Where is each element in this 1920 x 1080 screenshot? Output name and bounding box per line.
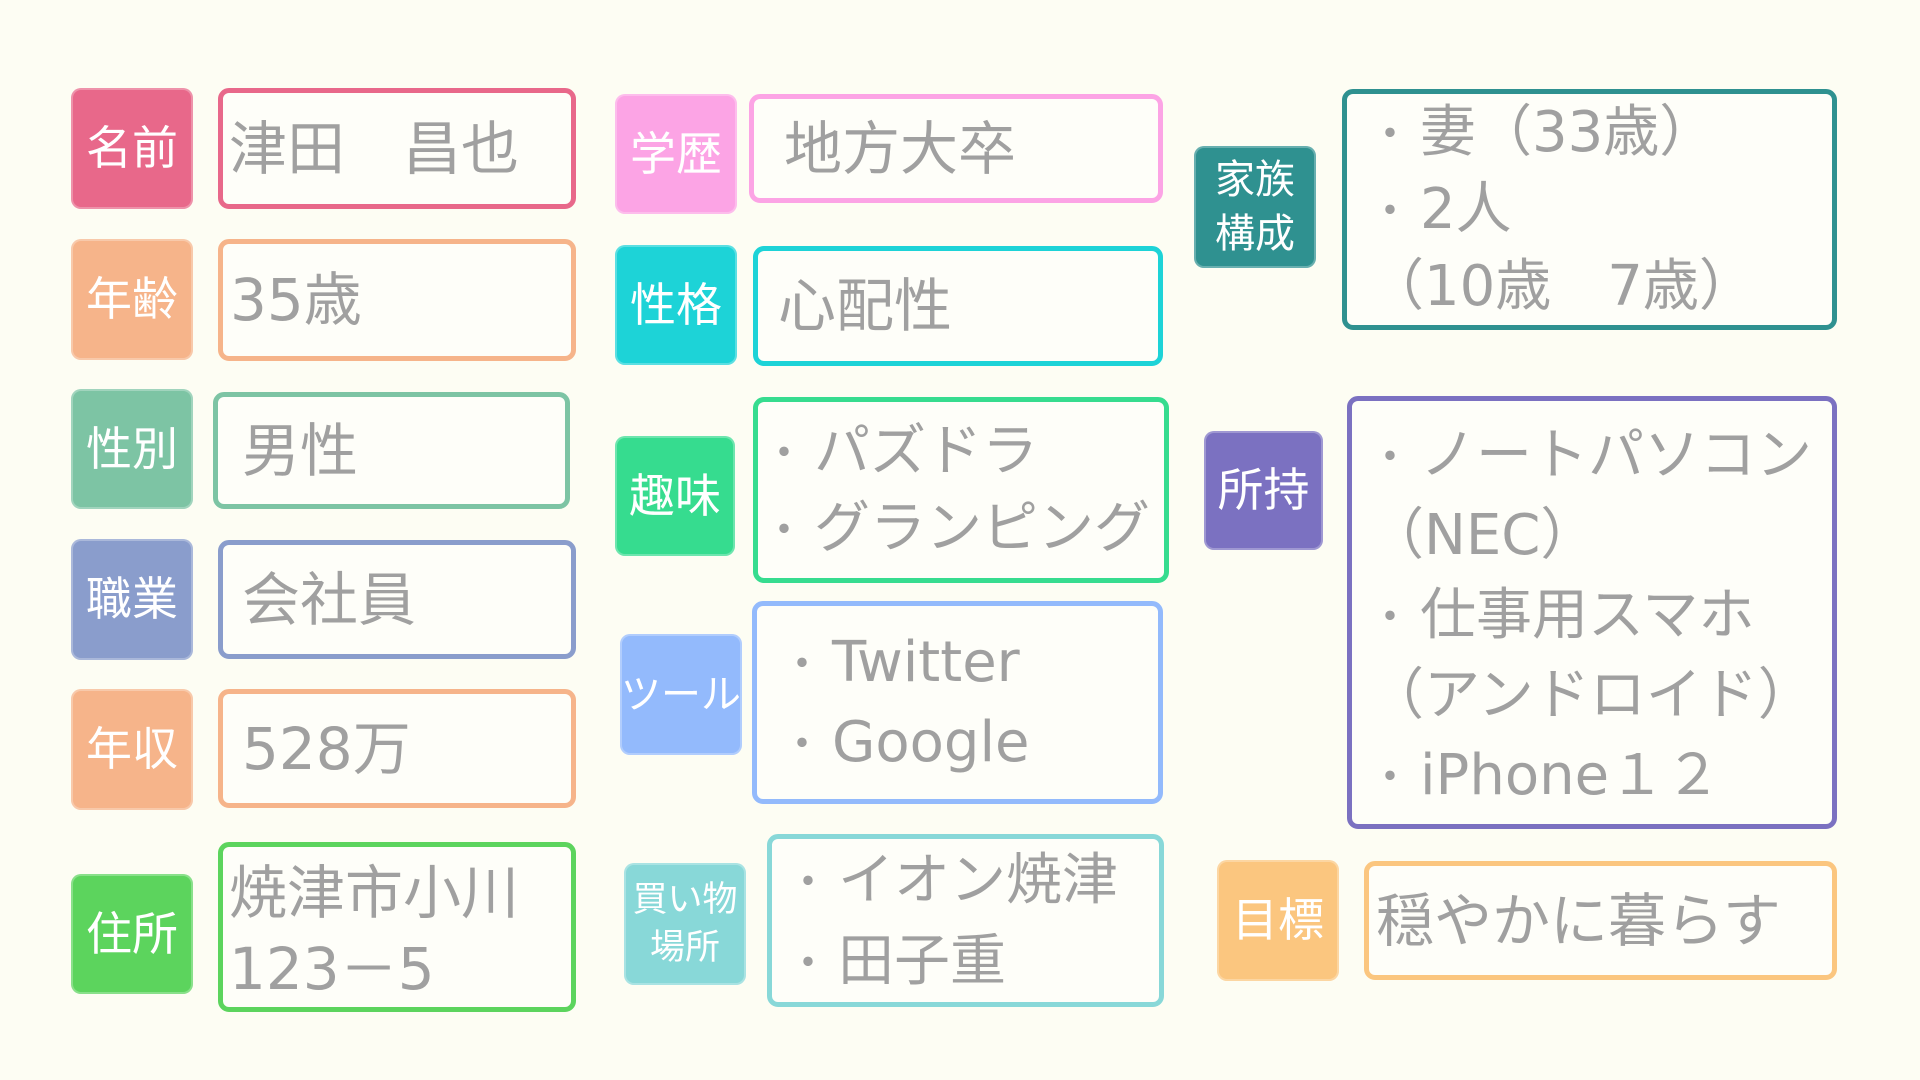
bullet: ・ [1368, 109, 1412, 160]
list-item-text: 妻（33歳） [1420, 100, 1716, 165]
name-value: 津田 昌也 [229, 114, 520, 183]
list-item-text: 田子重 [838, 928, 1006, 994]
goal-value: 穏やかに暮らす [1376, 886, 1781, 955]
shopping-places-label: 買い物 場所 [624, 863, 746, 985]
list-item-note-text: （10歳 7歳） [1368, 254, 1755, 319]
name-label-text: 名前 [86, 121, 178, 176]
hobbies-label-text: 趣味 [629, 468, 721, 523]
age-label-text: 年齢 [86, 272, 178, 327]
list-item: ・Twitter [780, 623, 1158, 703]
list-item-text: Twitter [832, 629, 1020, 695]
gender-label-text: 性別 [86, 421, 178, 476]
hobbies-value-box: ・パズドラ ・グランピング [753, 397, 1169, 583]
bullet: ・ [1368, 431, 1412, 483]
address-label: 住所 [71, 874, 193, 994]
income-value-box: 528万 [218, 689, 576, 808]
list-item: ・ノートパソコン [1368, 416, 1832, 496]
list-item-note: （10歳 7歳） [1368, 248, 1832, 325]
bullet: ・ [762, 505, 806, 556]
list-item: ・Google [780, 703, 1158, 783]
bullet: ・ [780, 718, 824, 770]
gender-label: 性別 [71, 389, 193, 509]
address-label-text: 住所 [86, 906, 178, 961]
occupation-label-text: 職業 [86, 572, 178, 627]
personality-label: 性格 [615, 245, 737, 365]
bullet: ・ [1368, 591, 1412, 643]
name-value-box: 津田 昌也 [218, 88, 576, 209]
bullet: ・ [786, 937, 830, 989]
education-label: 学歴 [615, 94, 737, 214]
possessions-label-text: 所持 [1217, 463, 1310, 518]
list-item-text: iPhone１２ [1420, 742, 1722, 808]
shopping-places-label-line: 場所 [649, 928, 720, 968]
family-label-line: 構成 [1215, 211, 1295, 257]
list-item: ・仕事用スマホ [1368, 576, 1832, 656]
list-item-text: ノートパソコン [1420, 422, 1812, 488]
list-item-note: （アンドロイド） [1368, 656, 1832, 736]
goal-label: 目標 [1217, 860, 1339, 981]
list-item: ・2人 [1368, 171, 1832, 248]
bullet: ・ [1368, 751, 1412, 803]
shopping-places-label-line: 買い物 [632, 880, 738, 920]
list-item-text: イオン焼津 [838, 847, 1118, 913]
possessions-label: 所持 [1204, 431, 1323, 550]
list-item: ・妻（33歳） [1368, 94, 1832, 171]
list-item-text: Google [832, 709, 1030, 775]
family-label: 家族 構成 [1194, 146, 1316, 268]
bullet: ・ [786, 856, 830, 908]
tools-label: ツール [620, 634, 742, 755]
income-label-text: 年収 [86, 722, 178, 777]
bullet: ・ [1368, 186, 1412, 237]
occupation-value: 会社員 [242, 565, 417, 634]
list-item: ・グランピング [762, 490, 1164, 567]
name-label: 名前 [71, 88, 193, 209]
family-value-box: ・妻（33歳） ・2人 （10歳 7歳） [1342, 89, 1837, 330]
list-item: ・パズドラ [762, 413, 1164, 490]
address-value-box: 焼津市小川 123－5 [218, 842, 576, 1012]
bullet: ・ [780, 638, 824, 690]
tools-value-box: ・Twitter ・Google [752, 601, 1163, 804]
goal-value-box: 穏やかに暮らす [1364, 861, 1837, 980]
tools-label-text: ツール [621, 671, 741, 718]
personality-label-text: 性格 [630, 277, 722, 332]
age-label: 年齢 [71, 239, 193, 360]
goal-label-text: 目標 [1232, 893, 1324, 948]
gender-value-box: 男性 [213, 392, 570, 509]
address-line: 焼津市小川 [229, 859, 520, 927]
family-label-line: 家族 [1215, 157, 1295, 203]
income-label: 年収 [71, 689, 193, 810]
list-item-text: パズドラ [814, 419, 1038, 484]
hobbies-label: 趣味 [615, 436, 735, 556]
list-item: ・田子重 [786, 921, 1159, 1002]
shopping-places-value-box: ・イオン焼津 ・田子重 [767, 834, 1164, 1007]
education-label-text: 学歴 [630, 126, 722, 181]
personality-value-box: 心配性 [753, 246, 1163, 366]
bullet: ・ [762, 428, 806, 479]
possessions-value-box: ・ノートパソコン （NEC） ・仕事用スマホ （アンドロイド） ・iPhone１… [1347, 396, 1837, 829]
list-item-note: （NEC） [1368, 496, 1832, 576]
occupation-label: 職業 [71, 539, 193, 660]
education-value-box: 地方大卒 [749, 94, 1163, 203]
list-item-text: グランピング [814, 496, 1150, 561]
address-line: 123－5 [229, 935, 435, 1003]
list-item-note-text: （アンドロイド） [1368, 662, 1814, 728]
income-value: 528万 [242, 714, 411, 783]
gender-value: 男性 [242, 416, 359, 485]
age-value: 35歳 [230, 266, 362, 334]
list-item: ・イオン焼津 [786, 840, 1159, 921]
age-value-box: 35歳 [218, 239, 576, 361]
list-item: ・iPhone１２ [1368, 736, 1832, 816]
list-item-note-text: （NEC） [1368, 502, 1597, 568]
personality-value: 心配性 [778, 272, 953, 340]
occupation-value-box: 会社員 [218, 540, 576, 659]
list-item-text: 仕事用スマホ [1420, 582, 1755, 648]
education-value: 地方大卒 [784, 114, 1017, 183]
list-item-text: 2人 [1420, 177, 1512, 242]
